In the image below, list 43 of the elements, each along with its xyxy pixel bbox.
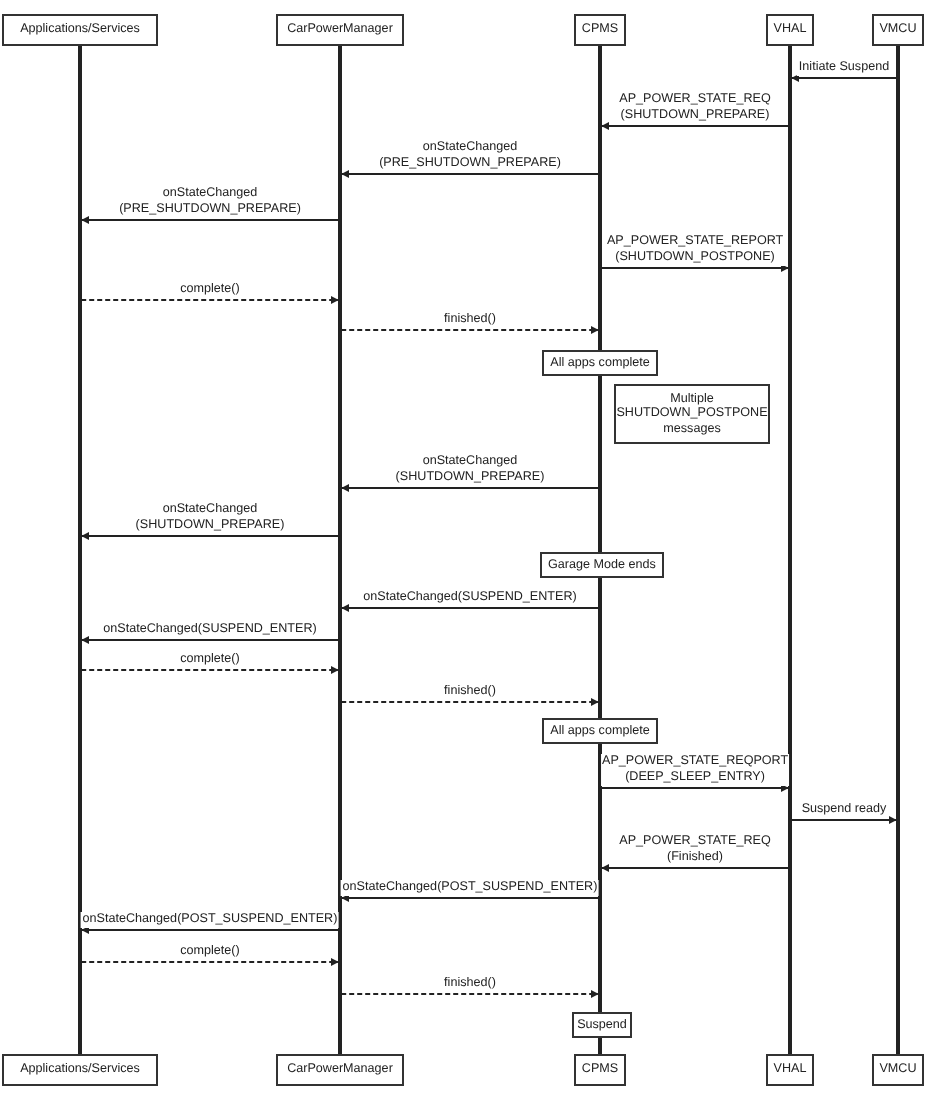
- message-arrow: [80, 216, 340, 224]
- lifeline: [896, 46, 900, 1054]
- participant-box: [2, 1054, 158, 1086]
- message-arrow: [340, 170, 600, 178]
- lifeline: [598, 578, 602, 718]
- note-box: [542, 350, 658, 376]
- message-arrow: [80, 958, 340, 966]
- message-arrow: [340, 894, 600, 902]
- message-arrow: [340, 698, 600, 706]
- lifeline: [78, 46, 82, 1054]
- message-arrow: [80, 296, 340, 304]
- message-arrow: [80, 532, 340, 540]
- participant-box: [872, 14, 924, 46]
- lifeline: [338, 46, 342, 1054]
- participant-box: [574, 1054, 626, 1086]
- lifeline: [598, 376, 602, 552]
- lifeline: [598, 744, 602, 1012]
- message-arrow: [80, 636, 340, 644]
- lifeline: [788, 46, 792, 1054]
- message-arrow: [790, 74, 898, 82]
- note-box: [572, 1012, 632, 1038]
- message-arrow: [600, 122, 790, 130]
- message-arrow: [80, 926, 340, 934]
- lifeline: [598, 1038, 602, 1054]
- message-arrow: [600, 264, 790, 272]
- message-arrow: [600, 864, 790, 872]
- participant-box: [276, 14, 404, 46]
- participant-box: [872, 1054, 924, 1086]
- message-arrow: [340, 484, 600, 492]
- message-arrow: [340, 326, 600, 334]
- message-arrow: [600, 784, 790, 792]
- note-box: [540, 552, 664, 578]
- participant-box: [766, 1054, 814, 1086]
- participant-box: [574, 14, 626, 46]
- participant-box: [276, 1054, 404, 1086]
- note-box: [542, 718, 658, 744]
- message-arrow: [340, 990, 600, 998]
- lifeline: [598, 46, 602, 350]
- message-arrow: [790, 816, 898, 824]
- participant-box: [2, 14, 158, 46]
- message-arrow: [340, 604, 600, 612]
- participant-box: [766, 14, 814, 46]
- message-arrow: [80, 666, 340, 674]
